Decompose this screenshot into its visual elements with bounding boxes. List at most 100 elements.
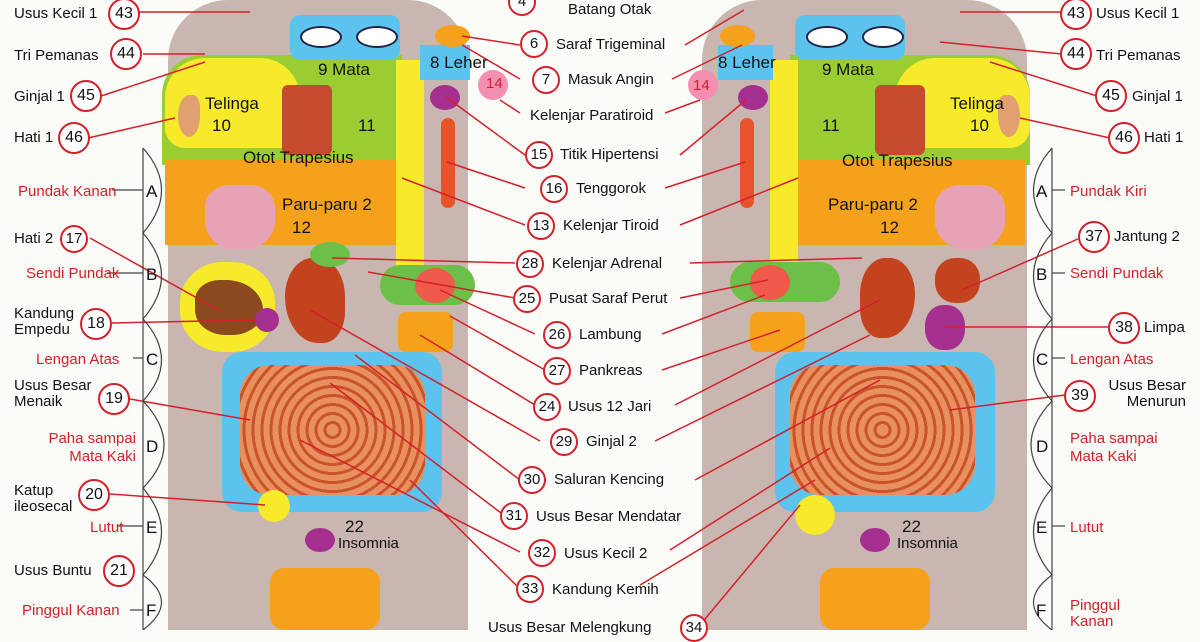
section-b-right: Sendi Pundak [1070, 265, 1164, 282]
zone-mata-left: 9 Mata [318, 60, 370, 79]
zone-paru-num-left: 12 [292, 218, 311, 237]
badge-45-left: 45 [70, 80, 102, 112]
section-c-right: Lengan Atas [1070, 351, 1154, 368]
label-ginjal-1-left: Ginjal 1 [14, 88, 65, 105]
right-foot-insomnia-dot [860, 528, 890, 552]
badge-19-left: 19 [98, 383, 130, 415]
right-foot-throat [740, 118, 754, 208]
right-foot-torso-image [875, 85, 925, 155]
section-letter-c-left: C [146, 350, 159, 369]
right-foot-blue-neck [718, 45, 773, 80]
label-usus-kecil-1-left: Usus Kecil 1 [14, 5, 98, 22]
label-usus-buntu-left: Usus Buntu [14, 562, 92, 579]
left-foot-green-adrenal [310, 242, 350, 267]
left-foot-liver [195, 280, 263, 335]
right-foot-toe-orange [720, 25, 755, 47]
badge-21-left: 21 [103, 555, 135, 587]
badge-29-center: 29 [550, 428, 578, 456]
section-letter-b-right: B [1036, 265, 1048, 284]
left-foot-pancreas [398, 312, 453, 352]
badge-16-center: 16 [540, 175, 568, 203]
badge-26-center: 26 [543, 321, 571, 349]
label-tenggorok: Tenggorok [576, 180, 647, 197]
label-lambung: Lambung [579, 326, 642, 343]
badge-6-center: 6 [520, 30, 548, 58]
zone-mata-right: 9 Mata [822, 60, 874, 79]
badge-45-right: 45 [1095, 80, 1127, 112]
section-e-right: Lutut [1070, 519, 1104, 536]
left-foot-insomnia-dot [305, 528, 335, 552]
badge-13-center: 13 [527, 212, 555, 240]
left-foot-purple-dot [430, 85, 460, 110]
badge-33-center: 33 [516, 575, 544, 603]
label-usus-besar-melengkung: Usus Besar Melengkung [488, 619, 652, 636]
label-usus-besar-mendatar: Usus Besar Mendatar [536, 508, 682, 525]
section-letter-d-right: D [1036, 437, 1049, 456]
section-letter-b-left: B [146, 265, 158, 284]
label-usus-besar-menaik-left: Usus Besar Menaik [14, 378, 92, 410]
section-e-left: Lutut [90, 519, 124, 536]
label-katup-ileosecal-text: Katup ileosecal [14, 482, 73, 515]
zone-otot-right: Otot Trapesius [842, 151, 953, 170]
left-foot-toe-orange [435, 25, 470, 47]
left-foot-yellow-column [396, 60, 424, 290]
label-usus-besar-menaik-text: Usus Besar Menaik [14, 377, 92, 410]
badge-27-center: 27 [543, 357, 571, 385]
badge-38-right: 38 [1108, 312, 1140, 344]
label-batang-otak: Batang Otak [568, 1, 652, 18]
right-foot-pancreas [750, 312, 805, 352]
right-foot-purple-dot [738, 85, 768, 110]
section-letter-e-right: E [1036, 518, 1048, 537]
left-foot-kidney [285, 258, 345, 343]
section-f-left: Pinggul Kanan [22, 602, 120, 619]
left-foot-torso-image [282, 85, 332, 155]
badge-43-left: 43 [108, 0, 140, 30]
badge-44-right: 44 [1060, 38, 1092, 70]
badge-18-left: 18 [80, 308, 112, 340]
label-usus-besar-menurun-right: Usus Besar Menurun [1098, 378, 1186, 410]
zone-leher-left: 8 Leher [430, 53, 488, 72]
left-foot-blue-neck [420, 45, 470, 80]
left-foot-orange-band [165, 160, 400, 245]
badge-31-center: 31 [500, 502, 528, 530]
label-kelenjar-adrenal: Kelenjar Adrenal [552, 255, 663, 272]
label-pusat-saraf-perut: Pusat Saraf Perut [549, 290, 668, 307]
label-kandung-kemih: Kandung Kemih [552, 581, 659, 598]
label-saraf-trigeminal: Saraf Trigeminal [556, 36, 666, 53]
label-kandung-line1: Kandung Empedu [14, 305, 75, 338]
label-hati-1-right: Hati 1 [1144, 129, 1184, 146]
left-foot-appendix-dot [258, 490, 290, 522]
right-foot-intestine [790, 365, 975, 495]
label-hati-2-left: Hati 2 [14, 230, 54, 247]
label-usus-kecil-2: Usus Kecil 2 [564, 545, 648, 562]
eye-icon [862, 26, 904, 48]
zone-insomnia-right: Insomnia [897, 535, 958, 552]
section-b-left: Sendi Pundak [26, 265, 120, 282]
label-saluran-kencing: Saluran Kencing [554, 471, 665, 488]
badge-17-left: 17 [60, 225, 88, 253]
badge-39-right: 39 [1064, 380, 1096, 412]
badge-44-left: 44 [110, 38, 142, 70]
label-limpa-right: Limpa [1144, 319, 1185, 336]
zone-22-left: 22 [345, 517, 364, 536]
section-letter-a-right: A [1036, 182, 1048, 201]
section-letter-c-right: C [1036, 350, 1049, 369]
zone-leher-right: 8 Leher [718, 53, 776, 72]
label-titik-hipertensi: Titik Hipertensi [560, 146, 659, 163]
label-kelenjar-paratiroid: Kelenjar Paratiroid [530, 107, 654, 124]
zone-telinga-num-right: 10 [970, 116, 989, 135]
badge-24-center: 24 [533, 393, 561, 421]
label-ginjal-2: Ginjal 2 [586, 433, 637, 450]
label-masuk-angin: Masuk Angin [568, 71, 654, 88]
badge-20-left: 20 [78, 479, 110, 511]
left-foot-pink-dot [478, 70, 508, 100]
label-usus-besar-menurun-text: Usus Besar Menurun [1108, 377, 1186, 410]
badge-28-center: 28 [516, 250, 544, 278]
badge-46-left: 46 [58, 122, 90, 154]
section-letter-e-left: E [146, 518, 158, 537]
right-foot-yellow-column [770, 60, 798, 290]
section-letter-f-right: F [1036, 601, 1047, 620]
zone-11-left: 11 [358, 116, 376, 135]
eye-icon [806, 26, 848, 48]
section-d-left: Paha sampai Mata Kaki [32, 430, 136, 466]
